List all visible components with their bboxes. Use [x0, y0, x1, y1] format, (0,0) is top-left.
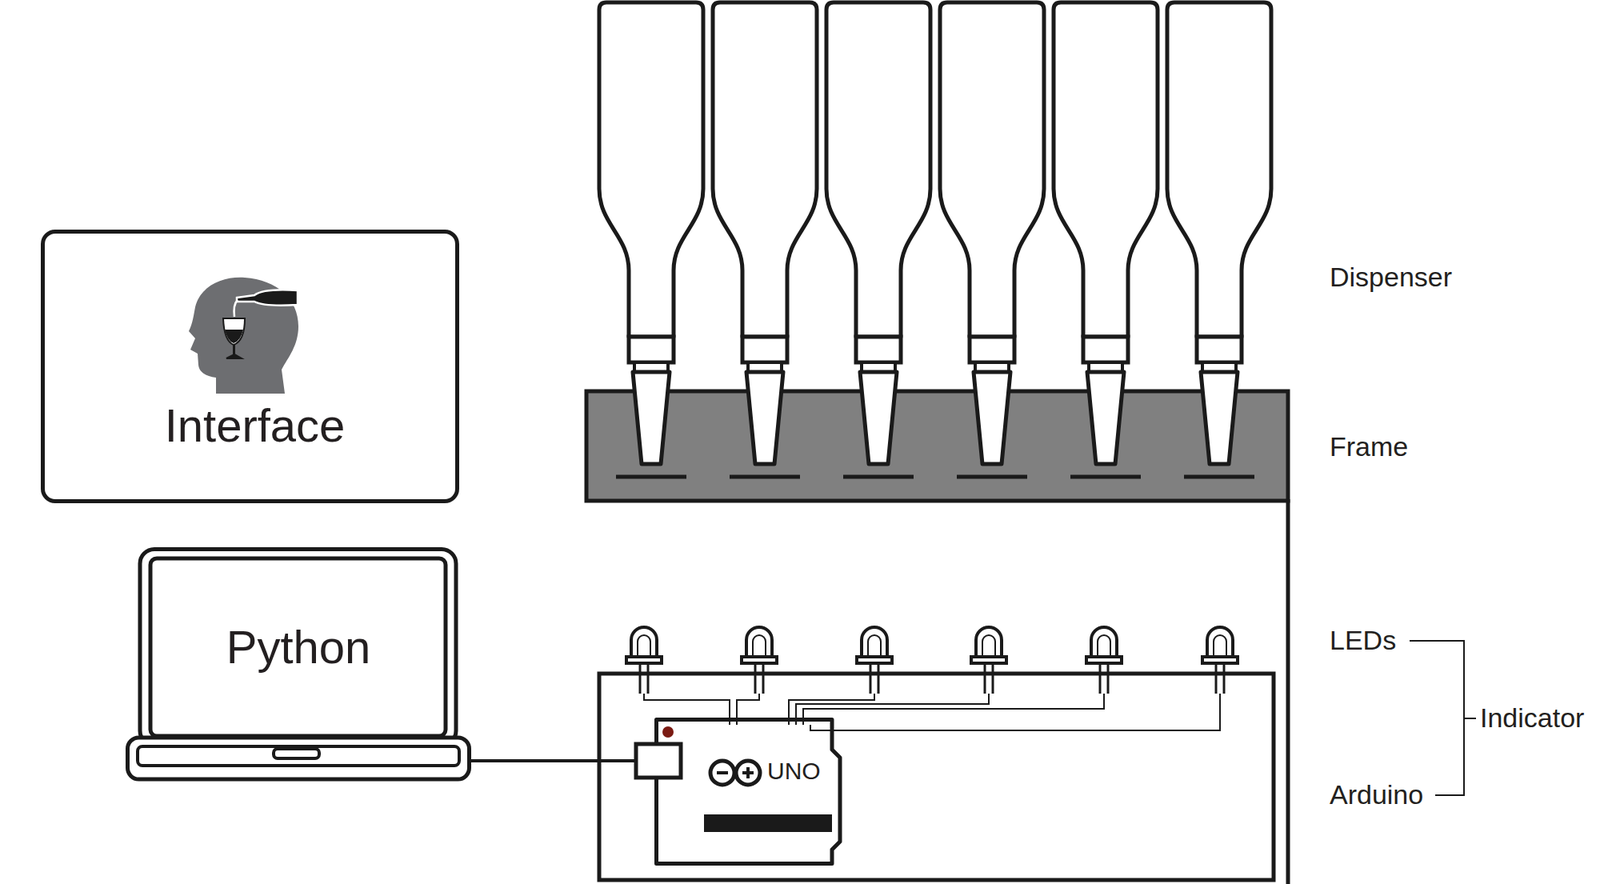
dispenser-bottles	[599, 2, 1272, 477]
cable	[1286, 499, 1291, 884]
led-wires	[644, 693, 1220, 731]
bracket	[1409, 640, 1476, 796]
frame	[586, 391, 1288, 501]
usb-cable	[471, 759, 655, 763]
arduino-board: UNO	[654, 717, 842, 866]
part-label: LEDs	[1329, 624, 1396, 656]
led-symbols	[626, 627, 1238, 694]
node-text: Interface	[164, 399, 346, 453]
arduino-board-shape	[654, 717, 842, 866]
head-icon	[188, 277, 299, 394]
part-label: Indicator	[1480, 702, 1584, 734]
interface-box: Interface	[40, 229, 460, 504]
laptop: Python	[125, 547, 472, 782]
node-text: UNO	[767, 757, 821, 786]
node-text: Python	[226, 620, 372, 675]
indicator-housing	[599, 673, 1274, 880]
part-label: Frame	[1329, 431, 1408, 463]
part-label: Arduino	[1329, 779, 1424, 811]
part-label: Dispenser	[1329, 261, 1452, 293]
